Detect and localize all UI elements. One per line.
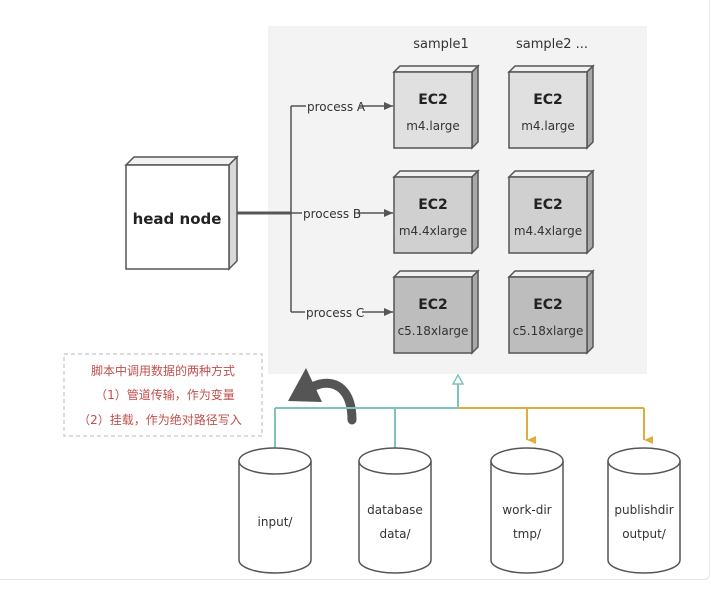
ec2-title: EC2 [418, 297, 448, 313]
process-label-c: process C [306, 306, 364, 320]
ec2-title: EC2 [418, 92, 448, 108]
ec2-title: EC2 [533, 197, 563, 213]
storage-path: tmp/ [513, 527, 542, 541]
ec2-box[interactable]: EC2 m4.large [507, 64, 595, 150]
storage-cylinder[interactable]: work-dir tmp/ [490, 447, 564, 574]
note-line-2: （1）管道传输，作为变量 [95, 387, 235, 402]
ec2-title: EC2 [533, 297, 563, 313]
ec2-box[interactable]: EC2 m4.4xlarge [507, 169, 595, 255]
storage-label: publishdir [614, 503, 673, 517]
storage-cylinder[interactable]: input/ [238, 447, 312, 574]
ec2-box[interactable]: EC2 c5.18xlarge [507, 269, 595, 355]
ec2-title: EC2 [418, 197, 448, 213]
storage-path: output/ [622, 527, 667, 541]
storage-row: input/database data/work-dir tmp/publishdi… [238, 447, 681, 574]
storage-label: input/ [258, 515, 294, 529]
column-label-sample2: sample2 ... [516, 37, 588, 52]
process-label-a: process A [307, 100, 366, 114]
ec2-instance-type: m4.large [521, 119, 575, 133]
process-branch-a: process A [291, 100, 393, 114]
head-node-label: head node [133, 210, 222, 228]
process-branch-c: process C [291, 306, 393, 320]
process-branch-b: process B [291, 207, 393, 221]
note-box: 脚本中调用数据的两种方式 （1）管道传输，作为变量 （2）挂载，作为绝对路径写入 [63, 353, 263, 437]
ec2-instance-type: m4.4xlarge [514, 224, 582, 238]
ec2-grid: EC2m4.largeEC2m4.largeEC2m4.4xlargeEC2m4… [392, 64, 595, 355]
gold-connector [458, 407, 653, 444]
ec2-instance-type: m4.4xlarge [399, 224, 467, 238]
storage-cylinder[interactable]: publishdir output/ [607, 447, 681, 574]
storage-path: data/ [379, 527, 411, 541]
ec2-box[interactable]: EC2 c5.18xlarge [392, 269, 480, 355]
note-line-3: （2）挂载，作为绝对路径写入 [78, 412, 242, 427]
ec2-instance-type: c5.18xlarge [513, 324, 584, 338]
ec2-box[interactable]: EC2 m4.large [392, 64, 480, 150]
note-line-1: 脚本中调用数据的两种方式 [91, 363, 235, 378]
column-label-sample1: sample1 [413, 37, 469, 52]
head-node[interactable]: head node [124, 155, 239, 271]
process-label-b: process B [303, 207, 361, 221]
storage-label: work-dir [502, 503, 551, 517]
storage-label: database [367, 503, 423, 517]
ec2-instance-type: m4.large [406, 119, 460, 133]
curved-arrow-icon [288, 368, 357, 425]
ec2-box[interactable]: EC2 m4.4xlarge [392, 169, 480, 255]
ec2-instance-type: c5.18xlarge [398, 324, 469, 338]
ec2-title: EC2 [533, 92, 563, 108]
storage-cylinder[interactable]: database data/ [358, 447, 432, 574]
teal-connector [274, 373, 465, 448]
